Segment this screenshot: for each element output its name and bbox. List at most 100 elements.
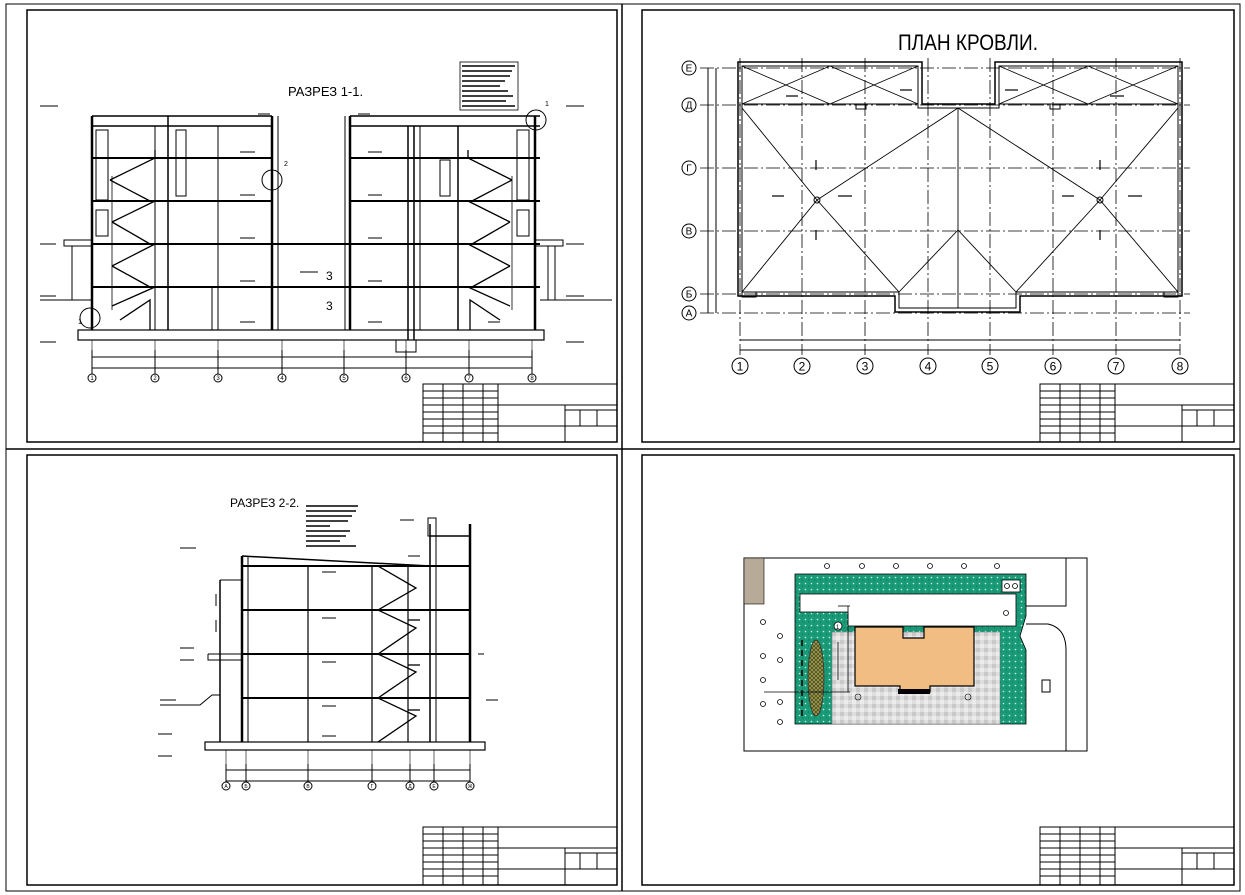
tree-icon bbox=[927, 563, 933, 569]
svg-text:Ж: Ж bbox=[468, 784, 473, 790]
svg-text:Б: Б bbox=[244, 784, 248, 790]
tree-icon bbox=[994, 563, 1000, 569]
site-trees bbox=[760, 563, 1009, 725]
section-1-notes bbox=[462, 65, 515, 107]
section-2-axis-6: Ж bbox=[465, 781, 475, 791]
site-corner-block bbox=[743, 557, 765, 605]
section-1-stair-right bbox=[467, 150, 513, 330]
section-mark-3-lower: 3 bbox=[326, 299, 333, 313]
section-2-stair bbox=[377, 565, 420, 743]
title-block-3 bbox=[422, 826, 618, 886]
section-2-axis-4: Д bbox=[405, 781, 415, 791]
tree-icon bbox=[760, 677, 766, 683]
svg-text:1: 1 bbox=[90, 376, 94, 382]
roof-axis-6: 6 bbox=[1044, 357, 1062, 375]
roof-plan-slope-labels bbox=[772, 89, 1142, 240]
tree-icon bbox=[777, 719, 783, 725]
callout-1-bottom: 1 bbox=[78, 319, 82, 326]
section-1-axis-4: 4 bbox=[277, 373, 287, 383]
svg-text:4: 4 bbox=[925, 359, 932, 373]
tree-icon bbox=[961, 563, 967, 569]
section-1-axis-3: 3 bbox=[213, 373, 223, 383]
tree-icon bbox=[859, 563, 865, 569]
svg-text:3: 3 bbox=[216, 376, 220, 382]
tree-icon bbox=[760, 701, 766, 707]
svg-text:7: 7 bbox=[1113, 359, 1120, 373]
svg-text:Г: Г bbox=[686, 164, 692, 175]
section-1-axis-6: 6 bbox=[401, 373, 411, 383]
section-1-dimensions bbox=[91, 350, 533, 374]
svg-text:8: 8 bbox=[530, 376, 534, 382]
title-block-2 bbox=[1039, 383, 1235, 443]
section-1-axis-7: 7 bbox=[464, 373, 474, 383]
tree-icon bbox=[760, 619, 766, 625]
section-2-axis-2: В bbox=[303, 781, 313, 791]
roof-axis-letter-1: Д bbox=[681, 97, 697, 113]
callout-2: 2 bbox=[284, 161, 288, 168]
roof-plan-outline bbox=[737, 61, 1183, 313]
section-1-title: РАЗРЕЗ 1-1. bbox=[288, 84, 363, 99]
roof-axis-4: 4 bbox=[919, 357, 937, 375]
tree-icon bbox=[777, 657, 783, 663]
section-2-axis-3: Г bbox=[367, 781, 377, 791]
section-1-building bbox=[40, 115, 612, 353]
roof-axis-letter-0: Е bbox=[681, 60, 697, 76]
svg-text:2: 2 bbox=[153, 376, 157, 382]
title-block-1 bbox=[422, 383, 618, 443]
section-2-axis-5: Е bbox=[429, 781, 439, 791]
section-2-axis-1: Б bbox=[241, 781, 251, 791]
svg-text:3: 3 bbox=[862, 359, 869, 373]
section-1-axis-2: 2 bbox=[150, 373, 160, 383]
roof-axis-2: 2 bbox=[793, 357, 811, 375]
svg-text:Г: Г bbox=[371, 784, 374, 790]
tree-icon bbox=[1003, 610, 1009, 616]
svg-text:Е: Е bbox=[686, 64, 693, 75]
section-2-title: РАЗРЕЗ 2-2. bbox=[230, 496, 299, 510]
roof-axis-3: 3 bbox=[856, 357, 874, 375]
svg-text:1: 1 bbox=[737, 359, 744, 373]
svg-text:7: 7 bbox=[467, 376, 471, 382]
site-building bbox=[854, 626, 975, 693]
section-2-level-marks bbox=[158, 519, 498, 757]
tree-icon bbox=[893, 563, 899, 569]
roof-axis-1: 1 bbox=[731, 357, 749, 375]
section-1-axis-1: 1 bbox=[87, 373, 97, 383]
svg-text:6: 6 bbox=[1050, 359, 1057, 373]
outer-frame bbox=[5, 3, 1241, 892]
roof-plan-grid bbox=[700, 58, 1190, 355]
tree-icon bbox=[760, 653, 766, 659]
svg-text:А: А bbox=[224, 784, 228, 790]
svg-text:Б: Б bbox=[686, 290, 693, 301]
section-1-axis-8: 8 bbox=[527, 373, 537, 383]
section-2-axis-0: А bbox=[221, 781, 231, 791]
section-1-notes-box bbox=[459, 61, 519, 111]
roof-axis-5: 5 bbox=[981, 357, 999, 375]
section-1-axis-5: 5 bbox=[339, 373, 349, 383]
section-1-axis-markers: 1 2 3 4 5 6 7 8 bbox=[87, 340, 537, 383]
roof-axis-letter-4: Б bbox=[681, 286, 697, 302]
roof-plan-title: ПЛАН КРОВЛИ. bbox=[898, 30, 1038, 55]
section-1-stair-left bbox=[109, 150, 156, 330]
section-2-notes bbox=[306, 505, 358, 547]
callout-1-top: 1 bbox=[545, 101, 549, 108]
roof-axis-8: 8 bbox=[1171, 357, 1189, 375]
svg-text:6: 6 bbox=[404, 376, 408, 382]
tree-icon bbox=[777, 699, 783, 705]
svg-text:А: А bbox=[686, 309, 693, 320]
site-building-number: 1 bbox=[836, 625, 840, 631]
svg-text:4: 4 bbox=[280, 376, 284, 382]
site-plan: 1 bbox=[743, 557, 1088, 752]
roof-axis-letter-3: В bbox=[681, 223, 697, 239]
svg-text:2: 2 bbox=[799, 359, 806, 373]
svg-text:В: В bbox=[686, 227, 693, 238]
svg-text:Д: Д bbox=[408, 784, 412, 790]
roof-plan-dimensions bbox=[707, 68, 1180, 351]
roof-axis-letter-5: А bbox=[681, 305, 697, 321]
svg-text:Е: Е bbox=[432, 784, 436, 790]
section-1-level-marks bbox=[40, 105, 584, 343]
section-2-building bbox=[160, 517, 486, 751]
panel-borders bbox=[26, 9, 1235, 886]
tree-icon bbox=[824, 563, 830, 569]
title-block-4 bbox=[1039, 826, 1235, 886]
